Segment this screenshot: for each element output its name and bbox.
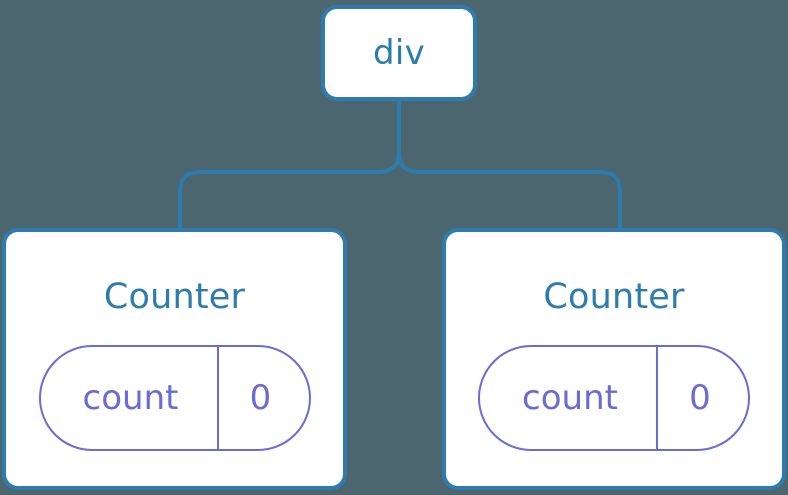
connector-root-to-child-right — [397, 151, 622, 228]
node-counter-left[interactable]: Counter count 0 — [2, 228, 347, 490]
state-pill-left[interactable]: count 0 — [38, 345, 311, 451]
node-counter-right-label: Counter — [543, 277, 685, 317]
state-pill-divider — [656, 347, 658, 449]
state-key-left: count — [82, 378, 179, 418]
state-value-left: 0 — [249, 378, 272, 418]
node-counter-right[interactable]: Counter count 0 — [442, 228, 786, 490]
state-pill-right[interactable]: count 0 — [478, 345, 750, 451]
node-div-label: div — [372, 33, 426, 73]
state-value-right: 0 — [689, 378, 711, 418]
node-counter-left-label: Counter — [103, 277, 246, 317]
state-key-right: count — [522, 378, 618, 418]
node-div[interactable]: div — [321, 5, 477, 101]
connector-root-to-children — [178, 100, 401, 228]
state-pill-divider — [216, 347, 219, 449]
